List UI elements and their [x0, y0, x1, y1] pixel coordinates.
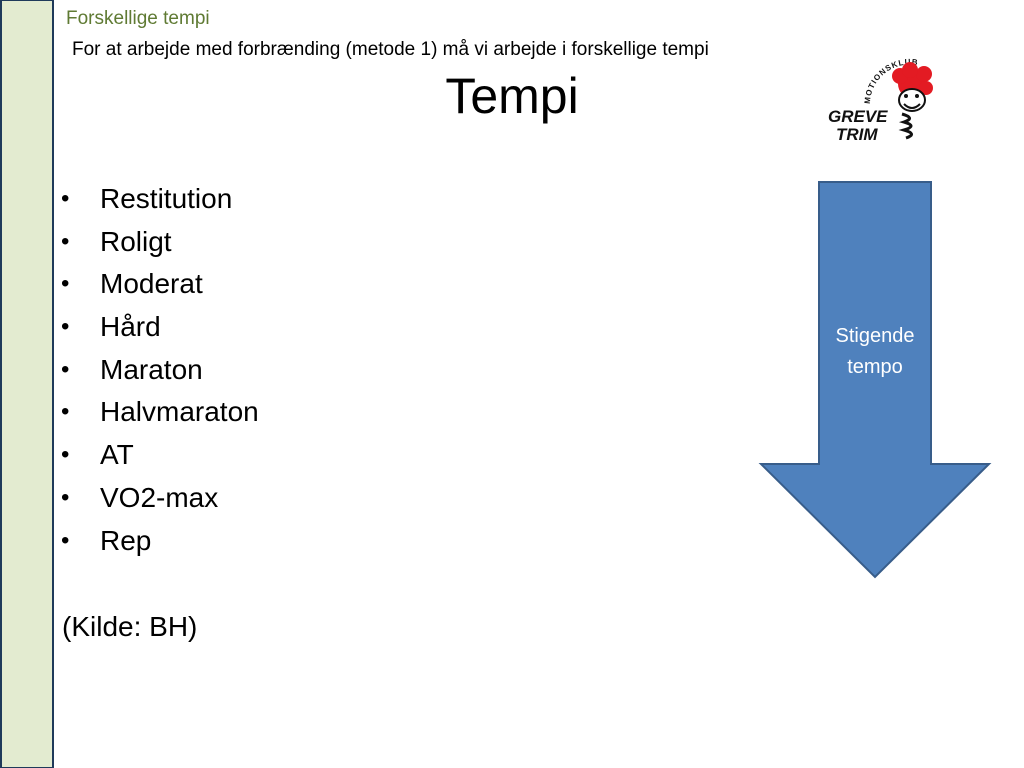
list-item-label: Maraton — [100, 353, 203, 385]
logo-line-2: TRIM — [836, 125, 878, 144]
list-item: • Roligt — [60, 221, 259, 264]
list-item-label: Moderat — [100, 268, 203, 300]
tempo-list: • Restitution • Roligt • Moderat • Hård • Mar… — [60, 178, 259, 562]
list-item-label: Halvmaraton — [100, 396, 259, 428]
bullet-icon: • — [61, 355, 70, 383]
list-item-label: Rep — [100, 524, 152, 556]
bullet-icon: • — [61, 227, 70, 255]
club-logo: MOTIONSKLUB GREVE TRIM — [828, 57, 933, 144]
list-item: • Restitution — [60, 178, 259, 221]
list-item: • VO2-max — [60, 477, 259, 520]
list-item: • Halvmaraton — [60, 391, 259, 434]
down-arrow-shape — [758, 181, 992, 579]
bullet-icon: • — [61, 398, 70, 426]
increasing-tempo-arrow: Stigende tempo — [755, 178, 995, 583]
bullet-icon: • — [61, 270, 70, 298]
list-item: • Moderat — [60, 263, 259, 306]
bullet-icon: • — [61, 483, 70, 511]
list-item-label: Restitution — [100, 183, 233, 214]
arrow-label: Stigende tempo — [819, 321, 931, 383]
arrow-label-line-2: tempo — [847, 356, 903, 378]
list-item: • Rep — [60, 520, 259, 563]
slide-title: Tempi — [445, 68, 579, 124]
slide-subtitle: For at arbejde med forbrænding (metode 1… — [72, 39, 709, 60]
list-item: • AT — [60, 434, 259, 477]
bullet-icon: • — [61, 313, 70, 341]
mascot-icon — [892, 62, 933, 140]
list-item-label: Roligt — [100, 225, 172, 257]
bullet-icon: • — [61, 526, 70, 554]
list-item-label: VO2-max — [100, 481, 219, 513]
list-item: • Hård — [60, 306, 259, 349]
logo-line-1: GREVE — [828, 107, 888, 126]
bullet-icon: • — [61, 185, 70, 212]
down-arrow-icon — [758, 181, 992, 579]
left-side-bar — [0, 0, 54, 768]
list-item-label: AT — [100, 439, 134, 471]
list-item: • Maraton — [60, 349, 259, 392]
list-item-label: Hård — [100, 311, 161, 343]
source-note: (Kilde: BH) — [62, 611, 198, 642]
section-title: Forskellige tempi — [66, 8, 210, 29]
bullet-icon: • — [61, 441, 70, 469]
arrow-label-line-1: Stigende — [835, 325, 915, 347]
